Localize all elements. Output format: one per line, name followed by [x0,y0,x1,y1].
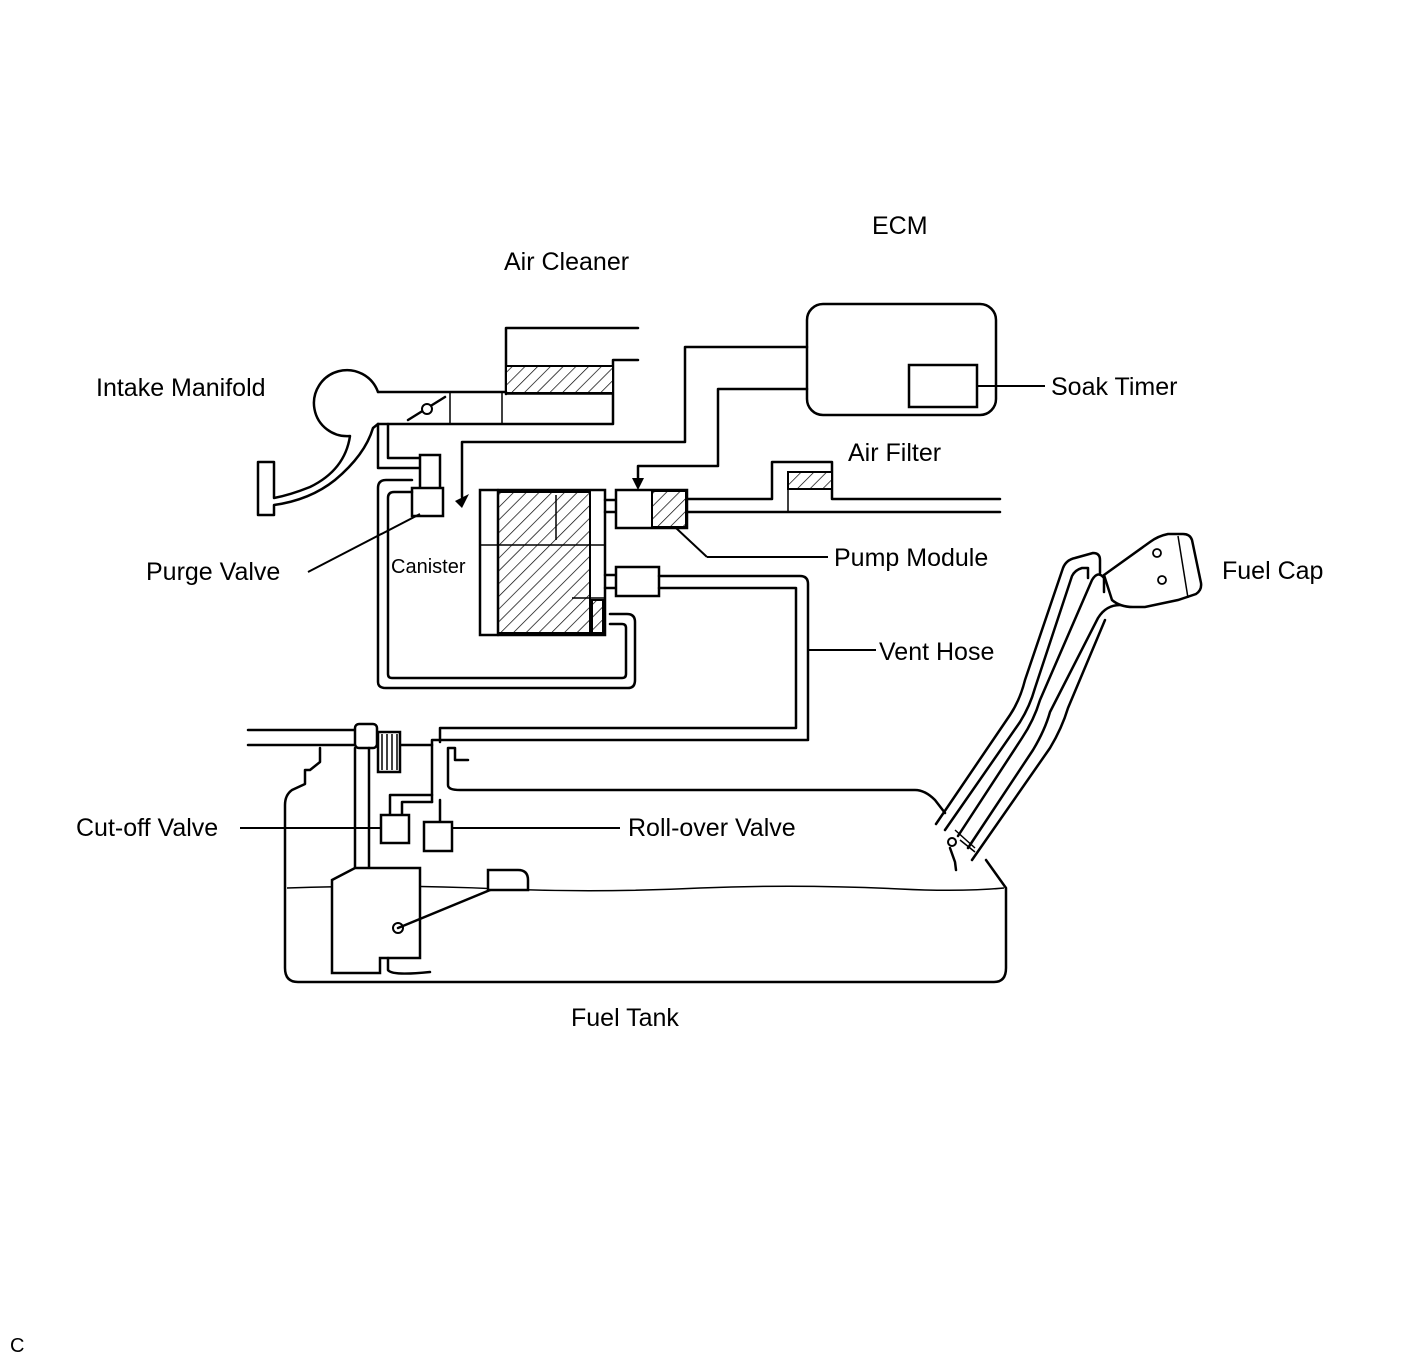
air-cleaner-label: Air Cleaner [504,248,629,276]
air-filter-line [685,460,1002,514]
fuel-cap-unit [1102,532,1203,609]
pump-module-unit [614,488,828,558]
canister-loop-line [376,478,637,690]
air-cleaner-unit [376,326,640,426]
cutoff-valve-unit [379,813,411,845]
vent-hose-label: Vent Hose [879,638,994,666]
corner-code-label: C [10,1335,24,1357]
vent-hose-line [430,565,876,804]
intake-manifold-label: Intake Manifold [96,374,266,402]
fuel-cap-label: Fuel Cap [1222,557,1323,585]
air-filter-label: Air Filter [848,439,941,467]
canister-unit [478,488,618,637]
soak-timer-label: Soak Timer [1051,373,1177,401]
purge-valve-unit [410,486,445,518]
purge-valve-label: Purge Valve [146,558,280,586]
rollover-valve-unit [422,820,454,853]
purge-line [307,422,445,573]
ecm-signal-lines [455,345,809,508]
pump-module-label: Pump Module [834,544,988,572]
soak-timer-unit [907,363,979,409]
air-filter-unit [787,471,833,490]
ecm-label: ECM [872,212,928,240]
filler-neck-unit [934,532,1203,872]
fuel-tank-unit [240,722,1008,984]
cutoff-valve-label: Cut-off Valve [76,814,218,842]
canister-label: Canister [391,556,466,578]
rollover-valve-label: Roll-over Valve [628,814,796,842]
intake-manifold-unit [256,368,380,517]
ecm-unit [805,302,1045,417]
fuel-tank-label: Fuel Tank [571,1004,679,1032]
